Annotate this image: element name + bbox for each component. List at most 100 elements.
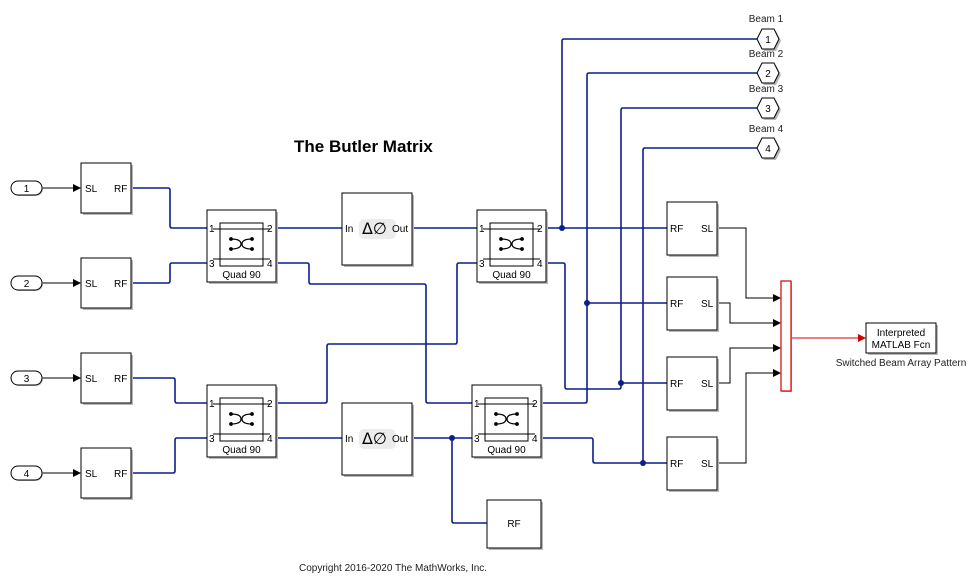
coupler-icon: [494, 412, 519, 426]
goto-number: 2: [765, 69, 771, 80]
inport-number: 2: [24, 279, 30, 290]
terminator-label: RF: [507, 519, 520, 530]
coupler-q1[interactable]: 1 2 3 4 Quad 90: [206, 209, 278, 284]
phase-shift-icon: Δ∅: [362, 219, 387, 238]
coupler-label: Quad 90: [222, 270, 261, 281]
goto-beam-3[interactable]: Beam 3 3: [749, 84, 784, 120]
phase-shifter-2[interactable]: In Δ∅ Out: [341, 402, 414, 477]
rf-terminator[interactable]: RF: [486, 499, 543, 550]
phase-icon-bg: [359, 219, 396, 239]
signal-out4-mux[interactable]: [717, 369, 781, 464]
port-label-rf: RF: [670, 224, 683, 235]
signal-out1-mux[interactable]: [717, 227, 781, 302]
wire-conv4-q2[interactable]: [132, 437, 207, 474]
port-4: 4: [532, 434, 538, 445]
port-2: 2: [532, 399, 538, 410]
converter-out-3[interactable]: RF SL: [666, 356, 719, 412]
goto-label: Beam 1: [749, 14, 784, 25]
converter-in-2[interactable]: SL RF: [80, 257, 133, 310]
coupler-q4[interactable]: 1 2 3 4 Quad 90: [471, 384, 543, 459]
diagram-title: The Butler Matrix: [294, 137, 433, 156]
inport-4[interactable]: 4: [10, 465, 43, 481]
converter-out-2[interactable]: RF SL: [666, 276, 719, 332]
port-3: 3: [479, 259, 485, 270]
port-label-in: In: [345, 224, 353, 235]
wire-beam4[interactable]: [642, 147, 757, 463]
inport-2[interactable]: 2: [10, 275, 43, 291]
goto-number: 4: [765, 144, 771, 155]
phase-shift-icon: Δ∅: [362, 429, 387, 448]
wire-conv3-q2[interactable]: [132, 377, 207, 404]
port-label-sl: SL: [701, 299, 714, 310]
port-label-rf: RF: [114, 279, 127, 290]
port-4: 4: [267, 434, 273, 445]
port-4: 4: [267, 259, 273, 270]
converter-out-4[interactable]: RF SL: [666, 436, 719, 492]
goto-label: Beam 3: [749, 84, 784, 95]
inport-number: 1: [24, 184, 30, 195]
wire-conv1-q1[interactable]: [132, 187, 207, 229]
junction-dot: [618, 380, 624, 386]
coupler-icon: [229, 412, 254, 426]
port-label-rf: RF: [114, 184, 127, 195]
port-label-sl: SL: [85, 184, 98, 195]
coupler-q2[interactable]: 1 2 3 4 Quad 90: [206, 384, 278, 459]
goto-beam-1[interactable]: Beam 1 1: [749, 14, 784, 51]
port-label-sl: SL: [701, 379, 714, 390]
signal-out3-mux[interactable]: [717, 344, 781, 384]
rf-wires: [132, 38, 757, 524]
goto-label: Beam 2: [749, 49, 784, 60]
copyright-annotation: Copyright 2016-2020 The MathWorks, Inc.: [299, 563, 487, 574]
port-label-sl: SL: [85, 279, 98, 290]
interpreted-matlab-fcn[interactable]: Interpreted MATLAB Fcn: [865, 322, 938, 355]
wire-q2-q3[interactable]: [276, 262, 477, 404]
port-1: 1: [474, 399, 480, 410]
port-3: 3: [209, 259, 215, 270]
coupler-icon: [499, 237, 524, 251]
port-3: 3: [474, 434, 480, 445]
port-2: 2: [267, 399, 273, 410]
mux-block[interactable]: [780, 280, 792, 392]
wire-q1-q4[interactable]: [276, 262, 472, 404]
signal-out2-mux[interactable]: [717, 302, 781, 327]
fcn-line2: MATLAB Fcn: [872, 340, 931, 351]
port-label-sl: SL: [701, 224, 714, 235]
converter-in-3[interactable]: SL RF: [80, 352, 133, 405]
inport-number: 3: [24, 374, 30, 385]
port-4: 4: [537, 259, 543, 270]
converter-in-4[interactable]: SL RF: [80, 447, 133, 500]
inport-3[interactable]: 3: [10, 370, 43, 386]
coupler-icon: [229, 237, 254, 251]
goto-label: Beam 4: [749, 124, 784, 135]
port-label-in: In: [345, 434, 353, 445]
port-label-rf: RF: [114, 469, 127, 480]
wire-beam3[interactable]: [546, 107, 757, 390]
coupler-label: Quad 90: [222, 445, 261, 456]
converter-in-1[interactable]: SL RF: [80, 162, 133, 215]
port-label-rf: RF: [114, 374, 127, 385]
goto-beam-2[interactable]: Beam 2 2: [749, 49, 784, 85]
coupler-q3[interactable]: 1 2 3 4 Quad 90: [476, 209, 548, 284]
wire-beam2[interactable]: [541, 72, 757, 404]
fcn-caption: Switched Beam Array Pattern: [836, 358, 967, 369]
phase-shifter-1[interactable]: In Δ∅ Out: [341, 192, 414, 267]
wire-q4-out4[interactable]: [541, 437, 667, 464]
port-1: 1: [479, 224, 485, 235]
coupler-label: Quad 90: [492, 270, 531, 281]
converter-out-1[interactable]: RF SL: [666, 201, 719, 257]
coupler-label: Quad 90: [487, 445, 526, 456]
fcn-line1: Interpreted: [877, 328, 925, 339]
inport-1[interactable]: 1: [10, 180, 43, 196]
goto-beam-4[interactable]: Beam 4 4: [749, 124, 784, 160]
port-label-rf: RF: [670, 379, 683, 390]
goto-number: 3: [765, 104, 771, 115]
phase-icon-bg: [359, 429, 396, 449]
wire-conv2-q1[interactable]: [132, 262, 207, 284]
port-label-out: Out: [392, 434, 408, 445]
wire-beam1[interactable]: [561, 38, 757, 228]
junction-dot: [640, 460, 646, 466]
wire-ps2-terminator[interactable]: [451, 438, 487, 524]
port-2: 2: [537, 224, 543, 235]
goto-number: 1: [765, 35, 771, 46]
